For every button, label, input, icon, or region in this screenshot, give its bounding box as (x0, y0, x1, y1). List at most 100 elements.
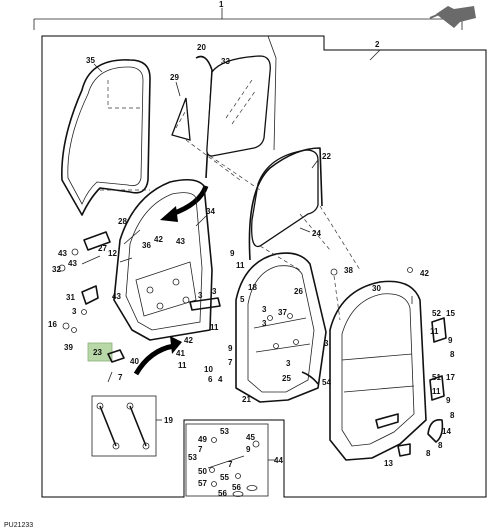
callout-3-g: 3 (286, 359, 291, 368)
bolt-38-icon (330, 268, 338, 276)
callout-11-c: 11 (236, 261, 245, 270)
callout-25: 25 (282, 374, 291, 383)
callout-15: 15 (446, 309, 455, 318)
callout-20: 20 (197, 43, 206, 52)
callout-53-b: 53 (188, 453, 197, 462)
callout-43-c: 43 (68, 259, 77, 268)
washer-16-icon (71, 327, 77, 333)
callout-42-b: 42 (184, 336, 193, 345)
callout-37: 37 (278, 308, 287, 317)
callout-3-e: 3 (262, 319, 267, 328)
callout-3-b: 3 (198, 291, 203, 300)
callout-36: 36 (142, 241, 151, 250)
leader-38 (333, 275, 341, 321)
bolt-42-icon (407, 267, 413, 273)
part-21-door-frame (235, 252, 327, 403)
cab-frame-left (113, 178, 213, 341)
callout-24: 24 (312, 229, 321, 238)
callout-43-b: 43 (58, 249, 67, 258)
callout-7-b: 7 (228, 358, 233, 367)
callout-12: 12 (108, 249, 117, 258)
callout-28: 28 (118, 217, 127, 226)
callout-55: 55 (220, 473, 229, 482)
arrow-head-lower-icon (170, 336, 182, 354)
callout-9-c: 9 (448, 336, 453, 345)
leader-29 (175, 81, 181, 97)
callout-56-a: 56 (232, 483, 241, 492)
callout-3-d: 3 (262, 305, 267, 314)
callout-17: 17 (446, 373, 455, 382)
alignment-lines (100, 139, 361, 271)
part-23-latch (107, 349, 125, 363)
nut-32-icon (58, 264, 66, 272)
assembly-frame (41, 35, 487, 498)
callout-9-d: 9 (446, 396, 451, 405)
callout-40: 40 (130, 357, 139, 366)
part-30-door (329, 280, 427, 461)
bolt-43-icon (71, 248, 79, 256)
callout-54: 54 (322, 378, 331, 387)
callout-9-b: 9 (230, 249, 235, 258)
callout-8-b: 8 (450, 411, 455, 420)
part-28-plate (83, 231, 111, 251)
callout-26: 26 (294, 287, 303, 296)
callout-45: 45 (246, 433, 255, 442)
callout-38: 38 (344, 266, 353, 275)
part-13-latch (397, 443, 411, 457)
callout-52: 52 (432, 309, 441, 318)
part-51-hinge (429, 375, 445, 401)
callout-8-c: 8 (438, 441, 443, 450)
leader-24 (299, 227, 311, 233)
callout-10: 10 (204, 365, 213, 374)
callout-11-d: 11 (430, 327, 439, 336)
hardware-kit-items (207, 437, 260, 497)
part-22-door-glass (251, 149, 319, 248)
callout-4: 4 (218, 375, 223, 384)
callout-29: 29 (170, 73, 179, 82)
callout-43-a: 43 (176, 237, 185, 246)
callout-47: 7 (228, 460, 233, 469)
orientation-arrow-icon (429, 6, 476, 28)
callout-21: 21 (242, 395, 251, 404)
callout-13: 13 (384, 459, 393, 468)
callout-33: 33 (221, 57, 230, 66)
assembly-direction-arrow-lower (133, 343, 175, 376)
callout-8-d: 8 (426, 449, 431, 458)
callout-9-e: 9 (246, 445, 251, 454)
leader-item-2 (369, 49, 381, 61)
hinge-plate-center (189, 297, 221, 311)
callout-39: 39 (64, 343, 73, 352)
callout-30: 30 (372, 284, 381, 293)
callout-8-a: 8 (450, 350, 455, 359)
callout-44: 44 (274, 456, 283, 465)
callout-56-b: 56 (218, 489, 227, 498)
hardware-leader-a (81, 255, 101, 265)
part-35-window-seal (61, 59, 151, 216)
callout-43-d: 43 (112, 292, 121, 301)
callout-2: 2 (375, 40, 380, 49)
callout-31: 31 (66, 293, 75, 302)
bolt-3-icon (81, 309, 87, 315)
callout-14: 14 (442, 427, 451, 436)
callout-35: 35 (86, 56, 95, 65)
callout-19: 19 (164, 416, 173, 425)
assembly-direction-arrow-upper (171, 185, 209, 217)
leader-34 (195, 215, 207, 227)
callout-49: 49 (198, 435, 207, 444)
callout-1: 1 (219, 0, 224, 9)
callout-50: 50 (198, 467, 207, 476)
figure-id: PU21233 (4, 522, 33, 529)
part-52-hinge (431, 317, 447, 343)
part-24-glass-seal (248, 147, 323, 261)
callout-11-e: 11 (432, 387, 441, 396)
callout-11-a: 11 (178, 361, 187, 370)
callout-6: 6 (208, 375, 213, 384)
callout-41: 41 (176, 349, 185, 358)
callout-53-a: 53 (220, 427, 229, 436)
part-14-handle (427, 418, 444, 443)
screw-7-icon (107, 371, 113, 383)
callout-42-a: 42 (154, 235, 163, 244)
callout-11-b: 11 (210, 323, 219, 332)
leader-33-strip (267, 35, 277, 151)
